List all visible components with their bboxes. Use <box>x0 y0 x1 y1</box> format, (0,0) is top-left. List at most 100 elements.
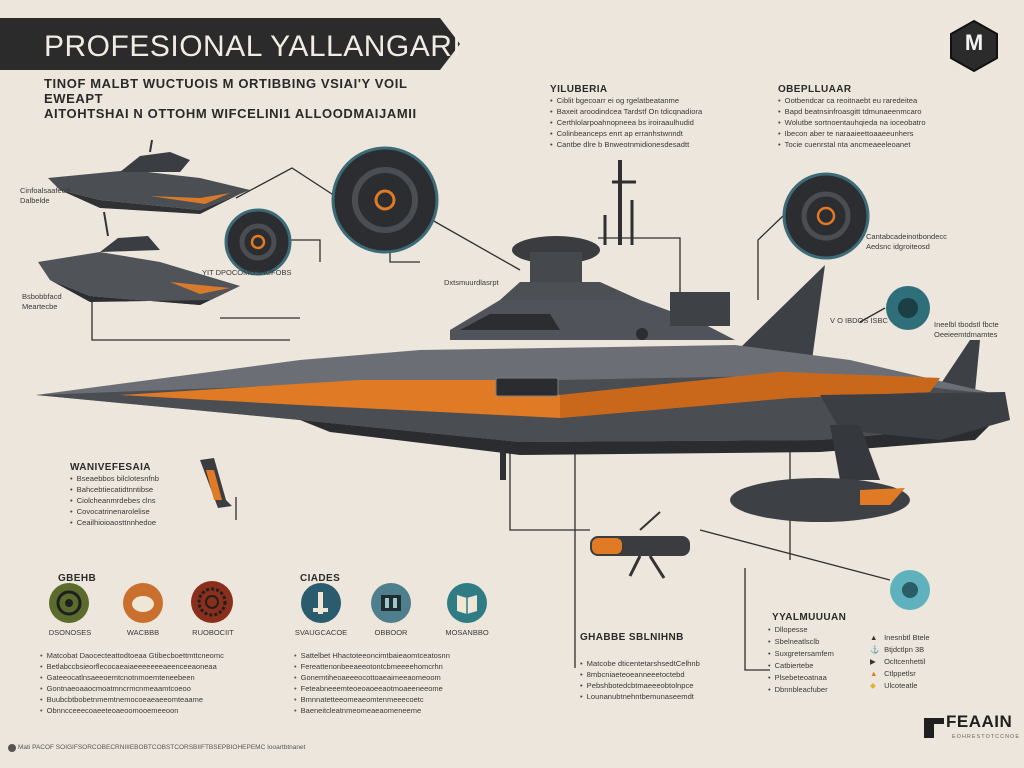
bottom-right-line: Pebshbotedcbtmaeeeobtolnpce <box>580 680 700 691</box>
callout-right-lens-line-2: Aedsnc idgroiteosd <box>866 242 930 251</box>
top-block-2-heading: OBEPLLUAAR <box>778 84 852 95</box>
brand-name: FEAAIN <box>946 712 1013 731</box>
legend-right-label: Inesnbtl Btele <box>884 633 930 642</box>
upper-ship-label-line-2: Dalbelde <box>20 196 50 205</box>
lens-upper-left <box>331 146 439 254</box>
teal-badge <box>886 286 930 330</box>
callout-far-right-line-1: Ineelbl tbodstl fbcte <box>934 320 999 329</box>
callout-right-lens: Cantabcadeinotbondecc Aedsnc idgroiteosd <box>866 232 947 252</box>
bottom-right-heading: GHABBE SBLNIHNB <box>580 632 684 643</box>
top-block-1-line: Certhlolarpoahnopneea bs iroiraaulhudid <box>550 117 702 128</box>
callout-mid: YIT DPOCOMOSHUFOBS <box>202 268 292 277</box>
legend-right: ▲ Inesnbtl Btele ⚓ Btjdctlpn 3B ▶ Ocltce… <box>870 632 930 692</box>
left-icon-label-1: DSONOSES <box>48 628 92 637</box>
left-icon-label-2: WACBBB <box>126 628 160 637</box>
legend-line: Plsebeteoatnaa <box>768 672 834 684</box>
top-block-2-line: Ibecon aber te naraaieettoaaeeunhers <box>778 128 926 139</box>
teal-badge-bottom <box>890 570 930 610</box>
left-block-line: Ceailhioioaosttnnhedoe <box>70 517 159 528</box>
mid-paragraph-line: Feteabneeemteoeoaoeeaotmoaeeneeome <box>294 683 450 694</box>
footer-text: Mati PACOF SOIGIFSORCOBECRNIIIEBOBTCOBST… <box>18 744 306 751</box>
lower-ship-label-line-1: Bsbobbfacd <box>22 292 62 301</box>
logo-letter: M <box>964 30 984 55</box>
subtitle: TINOF MALBT WUCTUOIS M ORTIBBING VSIAI'Y… <box>44 76 464 121</box>
left-paragraph-line: Obnncceeecoaeeteoaeoomooemeeoon <box>40 705 224 716</box>
page-title: PROFESIONAL YALLANGARI <box>44 30 462 63</box>
legend-right-label: Ocltcenhettil <box>884 657 926 666</box>
legend-line: Sbelneatlsclb <box>768 636 834 648</box>
anchor-icon: ⚓ <box>870 645 880 654</box>
mid-icons-heading: CIADES <box>300 573 341 584</box>
callout-far-right-line-2: Oeeieemtdmamtes <box>934 330 998 339</box>
fin-icon: ◆ <box>870 681 876 690</box>
legend-list: Dllopesse Sbelneatlsclb Suxgretersamfem … <box>768 624 834 696</box>
callout-right-small: V O IBDOS ISBC <box>830 316 888 325</box>
bottom-right-block: Matcobe dticentetarshsedtCelhnb 8mbcniae… <box>580 658 700 702</box>
mid-icon-label-1: SVAUGCACOE <box>294 628 348 637</box>
legend-right-label: Ulcoteatle <box>884 681 918 690</box>
upper-ship-graphic <box>48 139 250 214</box>
legend-heading: YYALMUUUAN <box>772 612 847 623</box>
weapon-module-graphic <box>590 511 690 579</box>
lens-upper-right <box>782 172 870 260</box>
top-block-2-line: Tocie cuenrstal nta ancmeaeeleoanet <box>778 139 926 150</box>
subtitle-line-2: AITOHTSHAI N OTTOHM WIFCELINI1 ALLOODMAI… <box>44 106 417 121</box>
top-block-2-line: Ootbendcar ca reoitnaebt eu raredeitea <box>778 95 926 106</box>
legend-right-item: ◆ Ulcoteatle <box>870 680 930 692</box>
brand-logo-icon <box>924 718 944 738</box>
main-ship-graphic <box>36 160 1010 522</box>
flame-icon: ▲ <box>870 669 878 678</box>
engine-icon <box>371 583 411 623</box>
left-block-line: Ciolcheanmrdebes clns <box>70 495 159 506</box>
top-block-1-line: Ciblit bgecoarr ei og rgelatbeatanme <box>550 95 702 106</box>
brand-tagline: EOHRESTOTCCNOE <box>952 734 1020 740</box>
left-paragraph-line: Buubcbtbobetnmemtnemocoeaeaeeomteaame <box>40 694 224 705</box>
callout-far-right: Ineelbl tbodstl fbcte Oeeieemtdmamtes <box>934 320 999 340</box>
top-block-2: OBEPLLUAAR Ootbendcar ca reoitnaebt eu r… <box>778 84 926 150</box>
lower-ship-graphic <box>38 211 240 305</box>
left-block-line: Covocatrinenarolelise <box>70 506 159 517</box>
legend-right-item: ▲ Ctlppetlsr <box>870 668 930 680</box>
mid-paragraph-line: Baeneitcleatnmeomeaeaomeneeme <box>294 705 450 716</box>
top-block-2-line: Wolutbe sortnoentauhqieda na ioceobatro <box>778 117 926 128</box>
top-block-1-line: Cantbe dlre b Bnweotnmidionesdesadtt <box>550 139 702 150</box>
bottom-right-line: 8mbcniaeteoeanneeetoctebd <box>580 669 700 680</box>
mid-paragraph: Sattelbet Hhactoteeoncimtbaieaomtceatosn… <box>294 650 450 716</box>
lower-ship-label: Bsbobbfacd Meartecbe <box>22 292 62 312</box>
upper-ship-label-line-1: Cinfoalsaafecd <box>20 186 70 195</box>
top-block-1: YILUBERIA Ciblit bgecoarr ei og rgelatbe… <box>550 84 702 150</box>
top-block-1-line: Baxeit aroodindcea Tardstf On tdicqnadio… <box>550 106 703 117</box>
callout-ship: Dxtsmuurdlasrpt <box>444 278 499 287</box>
mid-icon-label-2: OBBOOR <box>374 628 408 637</box>
mid-icon-label-3: MOSANBBO <box>445 628 489 637</box>
bottom-right-line: Lounanubtnehntbemunaseemdt <box>580 691 700 702</box>
cogs-icon <box>191 581 233 623</box>
left-block-heading: WANIVEFESAIA <box>70 462 151 473</box>
subtitle-line-1: TINOF MALBT WUCTUOIS M ORTIBBING VSIAI'Y… <box>44 76 408 106</box>
legend-right-item: ▶ Ocltcenhettil <box>870 656 930 668</box>
left-paragraph: Matcobat Daocecteattodtoeaa Gtibecboettm… <box>40 650 224 716</box>
left-paragraph-line: Matcobat Daocecteattodtoeaa Gtibecboettm… <box>40 650 224 661</box>
mid-paragraph-line: Fereattenonbeeaeeotontcbmeeeehomcrhn <box>294 661 450 672</box>
legend-right-label: Btjdctlpn 3B <box>884 645 925 654</box>
left-block-line: Bahcebtiecatidtnntibse <box>70 484 159 495</box>
tools-icon <box>301 583 341 623</box>
top-block-1-line: Colinbeanceps enrt ap erranhstwnndt <box>550 128 702 139</box>
left-paragraph-line: Gontnaeoaaocmoatmncrmcnmeaamtcoeoo <box>40 683 224 694</box>
gear-eye-icon <box>49 583 89 623</box>
legend-line: Dllopesse <box>768 624 834 636</box>
legend-right-item: ▲ Inesnbtl Btele <box>870 632 930 644</box>
mid-paragraph-line: Gonemtiheoaeeeocottoaeaimeeaomeoom <box>294 672 450 683</box>
arrow-icon: ▶ <box>870 657 876 666</box>
top-block-2-line: Bapd beatnsinfroasgitt tdmunaeenmcaro <box>778 106 926 117</box>
legend-line: Dbnnbleacfuber <box>768 684 834 696</box>
left-paragraph-line: Betlabccbsieorflecocaeaiaeeeeeeeaeenceea… <box>40 661 224 672</box>
callout-right-lens-line-1: Cantabcadeinotbondecc <box>866 232 947 241</box>
upper-ship-label: Cinfoalsaafecd Dalbelde <box>20 186 70 206</box>
logo-hex-icon <box>950 19 998 73</box>
left-block: WANIVEFESAIA Bseaebbos bilclotesnfnb Bah… <box>70 462 159 528</box>
mid-paragraph-line: Bmnnatetteeomeaeomtenmeeecoetc <box>294 694 450 705</box>
left-part-graphic <box>200 458 232 508</box>
left-icon-label-3: RUOBOCIIT <box>192 628 234 637</box>
